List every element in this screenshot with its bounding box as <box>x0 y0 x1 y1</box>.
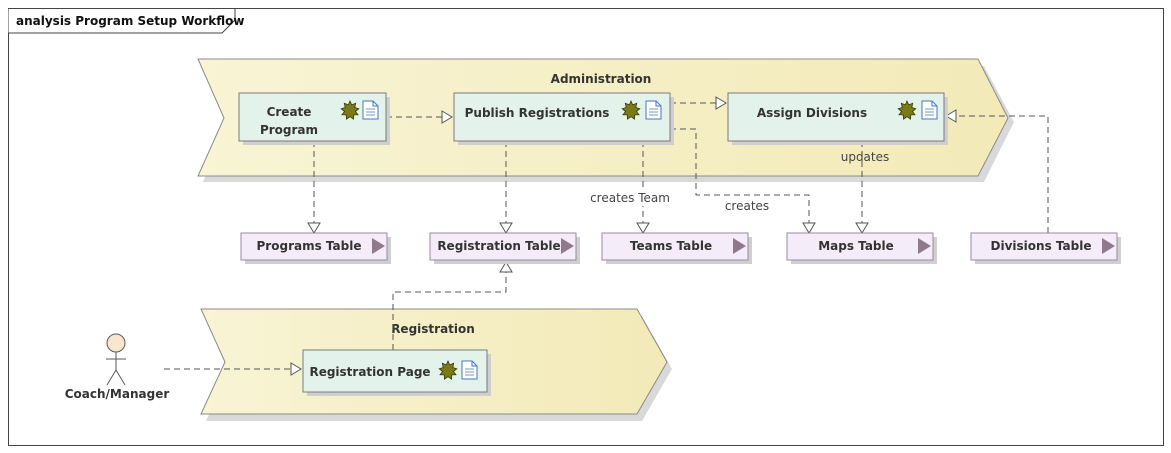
activity-box <box>238 92 387 142</box>
updates-label: updates <box>841 150 890 164</box>
frame-title-tab <box>8 8 236 34</box>
gear-icon <box>340 99 360 120</box>
activity-publish-registrations[interactable]: Publish Registrations <box>453 92 674 145</box>
gear-icon <box>438 359 458 380</box>
connector-page-to-registration-table[interactable] <box>392 261 513 350</box>
triangle-right-icon <box>733 238 746 254</box>
object-teams-table[interactable]: Teams Table <box>601 232 752 264</box>
connectors <box>164 96 1049 376</box>
connector-divisions-to-assign[interactable] <box>945 109 1049 233</box>
activity-create-program[interactable]: Create Program <box>238 92 390 145</box>
actor-head <box>106 333 126 353</box>
creates-team-label: creates Team <box>590 191 670 205</box>
activity-label-line: Create <box>267 105 312 119</box>
activity-label-line: Program <box>260 123 318 137</box>
actor-coach-manager[interactable]: Coach/Manager <box>65 333 170 401</box>
actor-body <box>106 352 126 386</box>
object-label: Divisions Table <box>991 239 1092 253</box>
frame-title: analysis Program Setup Workflow <box>16 14 245 28</box>
activity-label-line: Registration Page <box>309 365 430 379</box>
activity-label-line: Assign Divisions <box>757 106 867 120</box>
object-box <box>429 232 577 261</box>
administration-region-label: Administration <box>551 72 652 86</box>
object-maps-table[interactable]: Maps Table <box>786 232 937 264</box>
triangle-right-icon <box>561 238 574 254</box>
object-box <box>786 232 934 261</box>
activity-registration-page[interactable]: Registration Page <box>302 349 491 396</box>
object-divisions-table[interactable]: Divisions Table <box>970 232 1121 264</box>
object-registration-table[interactable]: Registration Table <box>429 232 580 264</box>
document-icon <box>921 100 938 120</box>
object-programs-table[interactable]: Programs Table <box>240 232 391 264</box>
object-label: Teams Table <box>630 239 712 253</box>
document-icon <box>461 360 478 380</box>
activity-assign-divisions[interactable]: Assign Divisions <box>727 92 948 145</box>
object-label: Programs Table <box>257 239 362 253</box>
gear-icon <box>621 99 641 120</box>
triangle-right-icon <box>372 238 385 254</box>
triangle-right-icon <box>1102 238 1115 254</box>
creates-label: creates <box>725 199 769 213</box>
object-label: Maps Table <box>818 239 894 253</box>
activity-label-line: Publish Registrations <box>465 106 610 120</box>
object-box <box>240 232 388 261</box>
object-box <box>601 232 749 261</box>
registration-region-label: Registration <box>391 322 475 336</box>
triangle-right-icon <box>918 238 931 254</box>
connector-publish-to-maps[interactable] <box>670 128 816 234</box>
actor-label: Coach/Manager <box>65 387 170 401</box>
object-box <box>970 232 1118 261</box>
creates-label-bg <box>722 198 772 213</box>
object-label: Registration Table <box>437 239 560 253</box>
activity-box <box>302 349 488 393</box>
gear-icon <box>897 99 917 120</box>
document-icon <box>645 100 662 120</box>
creates-team-label-bg <box>590 190 670 206</box>
document-icon <box>362 100 379 120</box>
